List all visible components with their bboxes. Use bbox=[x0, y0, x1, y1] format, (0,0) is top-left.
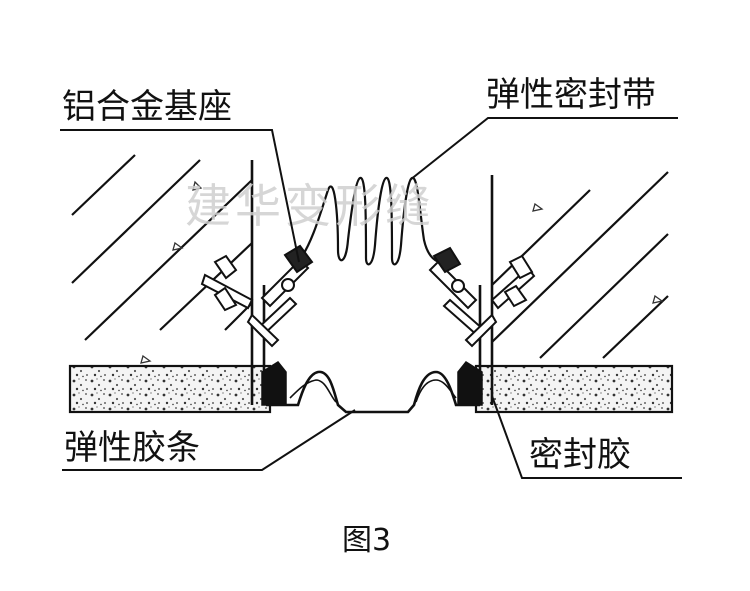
figure-caption: 图3 bbox=[342, 523, 391, 558]
label-aluminum-base: 铝合金基座 bbox=[62, 87, 232, 127]
right-anchor-assembly bbox=[428, 246, 536, 348]
sealant-blocks bbox=[261, 361, 483, 406]
label-sealant: 密封胶 bbox=[529, 435, 631, 475]
right-wall-hatch bbox=[491, 171, 669, 359]
watermark-text: 建华变形缝 bbox=[185, 179, 435, 233]
leader-lines bbox=[60, 117, 682, 479]
label-elastic-sealing-strip: 弹性密封带 bbox=[486, 75, 656, 115]
left-anchor-assembly bbox=[200, 244, 314, 348]
right-floor-slab bbox=[474, 364, 674, 414]
wall-markers bbox=[140, 180, 664, 364]
label-elastic-rubber-strip: 弹性胶条 bbox=[64, 428, 200, 468]
rubber-strip-inner-line bbox=[289, 379, 457, 403]
left-floor-slab bbox=[68, 364, 272, 414]
elastic-rubber-strip-shape bbox=[266, 370, 480, 414]
